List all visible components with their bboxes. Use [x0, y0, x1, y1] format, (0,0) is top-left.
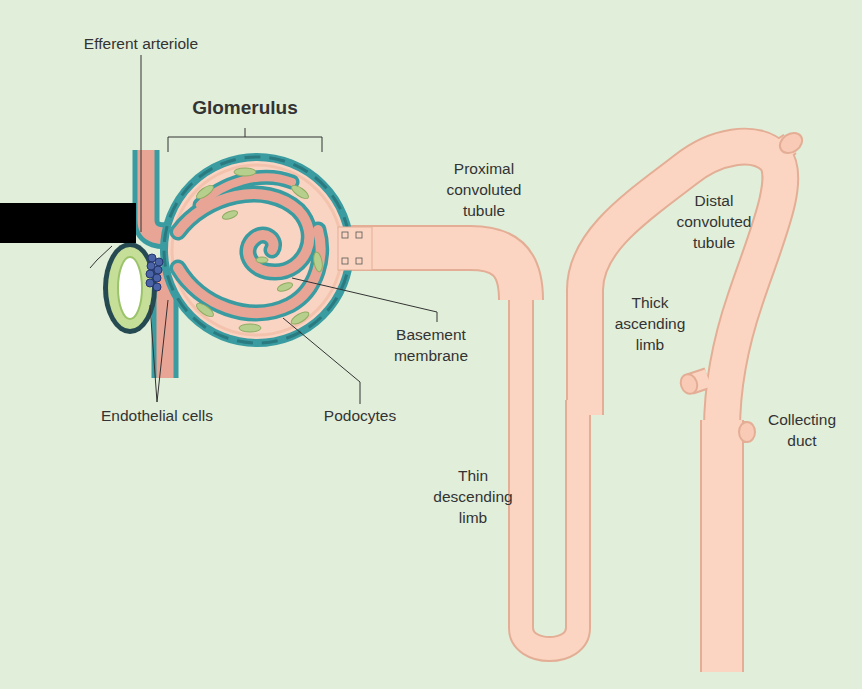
jg-cell — [153, 274, 161, 282]
capillary-loops — [178, 177, 321, 313]
part-label: Proximal convoluted tubule — [434, 158, 534, 221]
podocyte — [234, 168, 256, 176]
podocyte — [195, 301, 216, 319]
podocyte — [256, 257, 268, 263]
duct-stub-ends — [678, 129, 806, 442]
capsule-cells — [164, 157, 350, 343]
podocyte — [221, 209, 238, 221]
leader-line — [292, 278, 437, 322]
capsule-space — [172, 165, 342, 335]
thick-limb — [585, 147, 780, 430]
macula-densa-lumen — [118, 257, 142, 319]
jg-cell — [153, 283, 161, 291]
leader-line — [150, 300, 168, 402]
part-label: Basement membrane — [384, 324, 479, 366]
redaction-box — [0, 203, 136, 243]
podocyte — [290, 183, 311, 201]
macula-densa — [108, 247, 152, 329]
capillary — [178, 230, 321, 313]
duct-stub-end — [776, 129, 806, 158]
neck-cell — [356, 232, 362, 238]
part-label: Thin descending limb — [428, 465, 518, 528]
part-label: Efferent arteriole — [41, 33, 241, 54]
tubule-outline — [335, 144, 790, 672]
neck-cell — [356, 258, 362, 264]
podocyte — [276, 281, 293, 293]
part-label: Collecting duct — [757, 409, 847, 451]
part-label: Glomerulus — [165, 97, 325, 118]
thick-limb-outline — [585, 147, 780, 430]
neck-cell — [342, 232, 348, 238]
collecting-duct — [702, 420, 742, 672]
macula-densa-outer — [103, 242, 157, 334]
podocyte — [195, 183, 216, 201]
podocyte — [312, 251, 323, 272]
jg-cell — [154, 266, 162, 274]
capillary — [200, 177, 292, 205]
part-label: Distal convoluted tubule — [667, 190, 762, 253]
podocyte — [239, 324, 261, 332]
part-label: Thick ascending limb — [608, 292, 693, 355]
podocyte-cells — [195, 168, 324, 332]
leader-line — [283, 318, 360, 404]
leader-line — [141, 55, 142, 232]
part-label: Endothelial cells — [57, 405, 257, 426]
part-label: Podocytes — [300, 405, 420, 426]
duct-stub-end — [739, 422, 755, 442]
leader-line — [90, 246, 112, 268]
tubule-fill — [335, 144, 790, 672]
duct-stub-end — [678, 372, 700, 396]
glomerulus-bracket — [168, 128, 322, 152]
collecting-duct-outline — [700, 420, 744, 672]
capsule-neck — [338, 227, 372, 270]
podocyte — [289, 310, 310, 327]
neck-cells — [342, 232, 362, 264]
neck-cell — [342, 258, 348, 264]
leader-lines — [90, 55, 437, 404]
bowman-capsule — [164, 157, 350, 343]
jg-cell — [155, 258, 163, 266]
juxtaglomerular-cells — [146, 254, 163, 291]
